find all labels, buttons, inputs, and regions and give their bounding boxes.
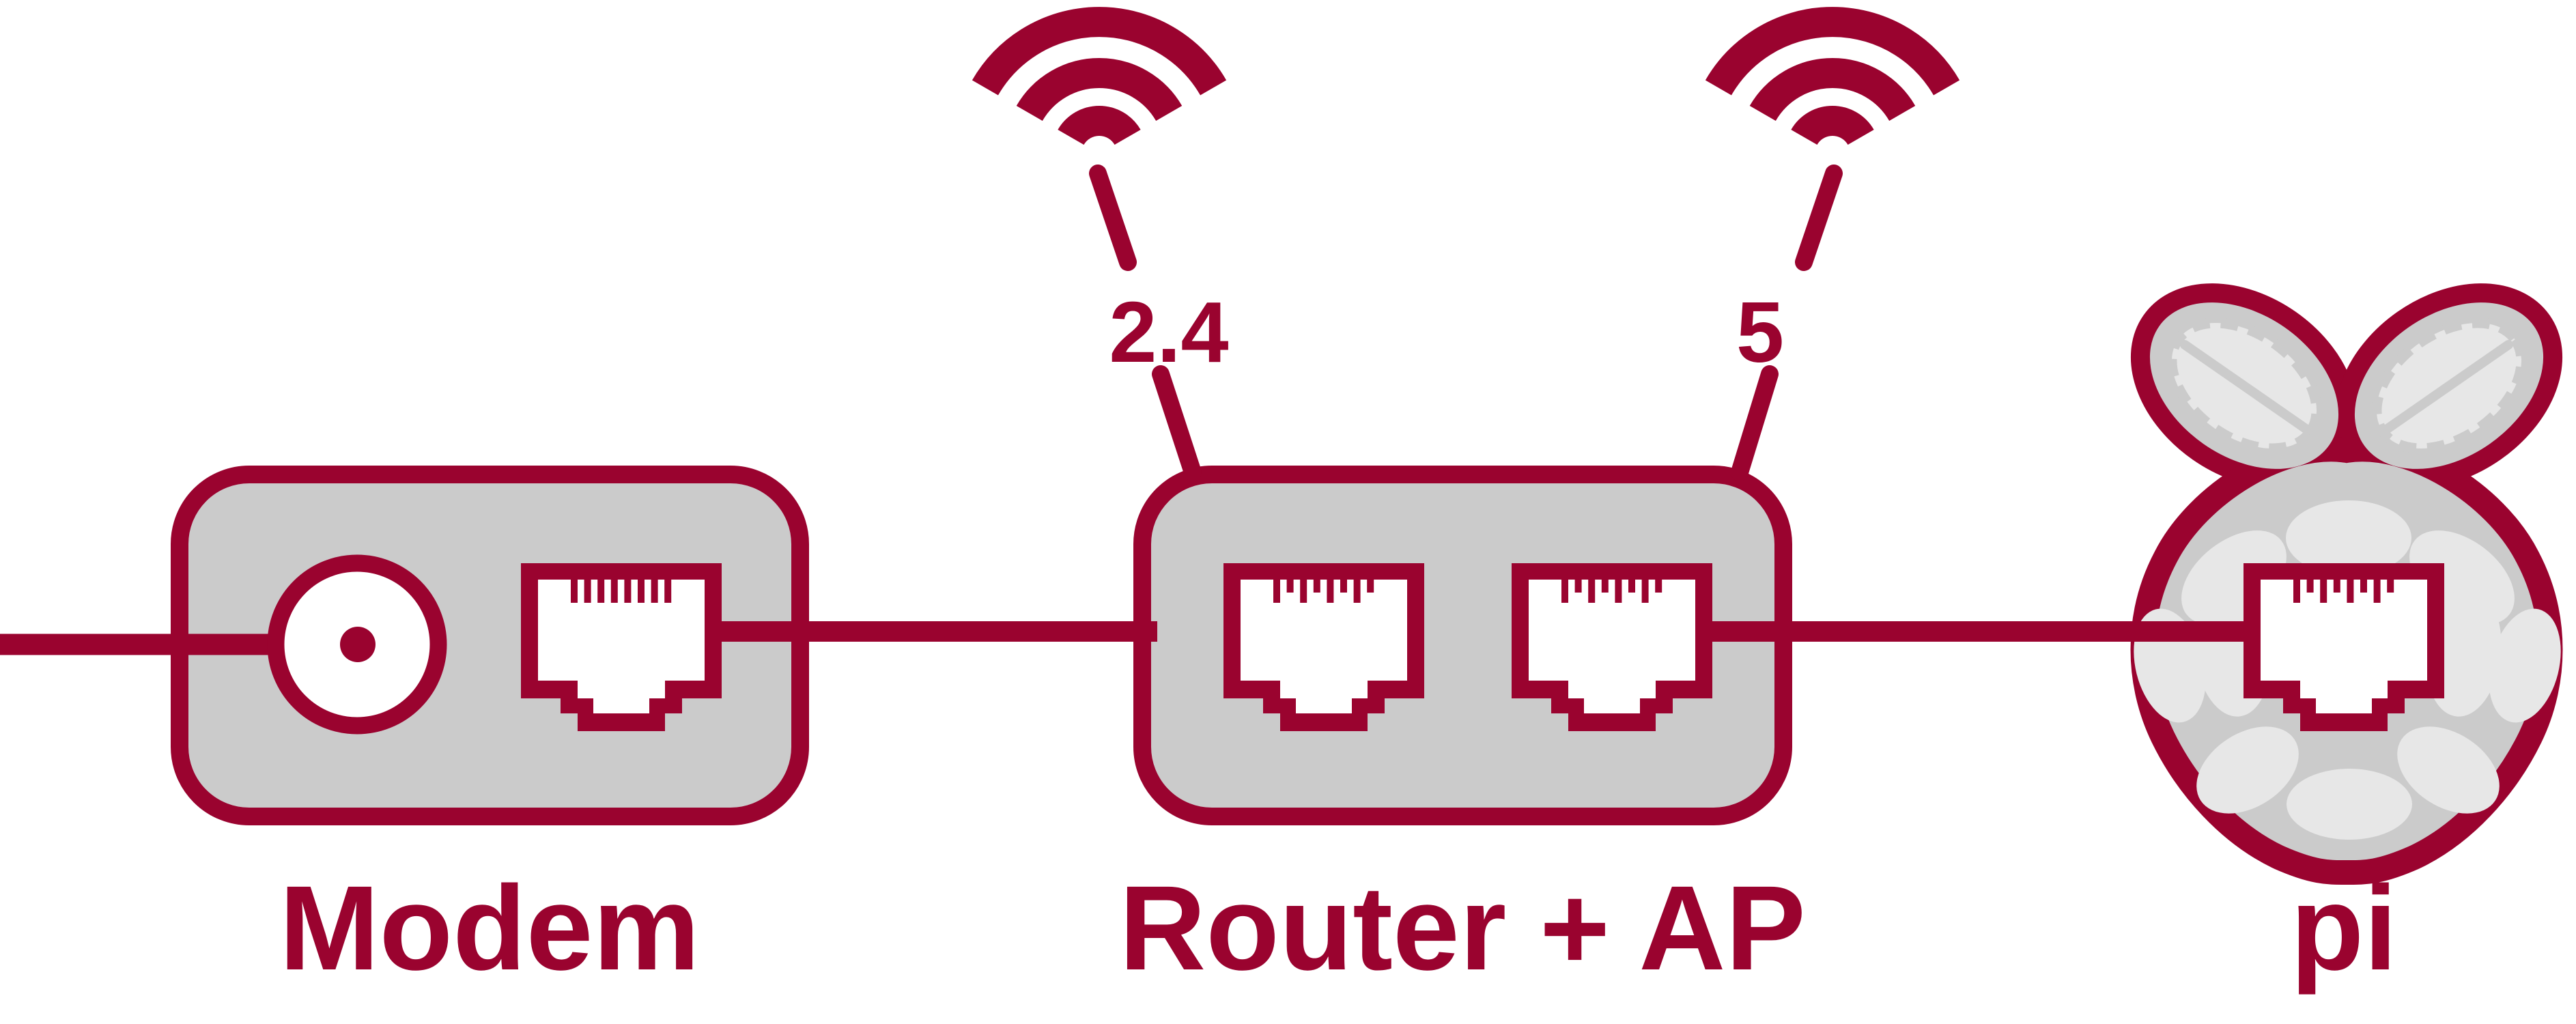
- router-label: Router + AP: [1119, 862, 1806, 995]
- modem-label: Modem: [279, 862, 700, 995]
- raspberry-pi-logo: [2130, 283, 2563, 885]
- wifi-24ghz-icon: [985, 22, 1213, 137]
- antenna-line-5ghz: [1731, 165, 1843, 481]
- antenna-line-24ghz: [1089, 165, 1202, 481]
- berry-drupelets: [2134, 500, 2561, 840]
- leaf-right-vein: [2381, 340, 2513, 435]
- leaf-left-vein: [2180, 340, 2312, 435]
- pi-label: pi: [2291, 862, 2397, 995]
- wifi-band-5-label: 5: [1736, 284, 1784, 380]
- wifi-band-24-label: 2.4: [1109, 284, 1228, 380]
- wifi-5ghz-icon: [1718, 22, 1947, 137]
- coax-connector-icon: [267, 554, 447, 735]
